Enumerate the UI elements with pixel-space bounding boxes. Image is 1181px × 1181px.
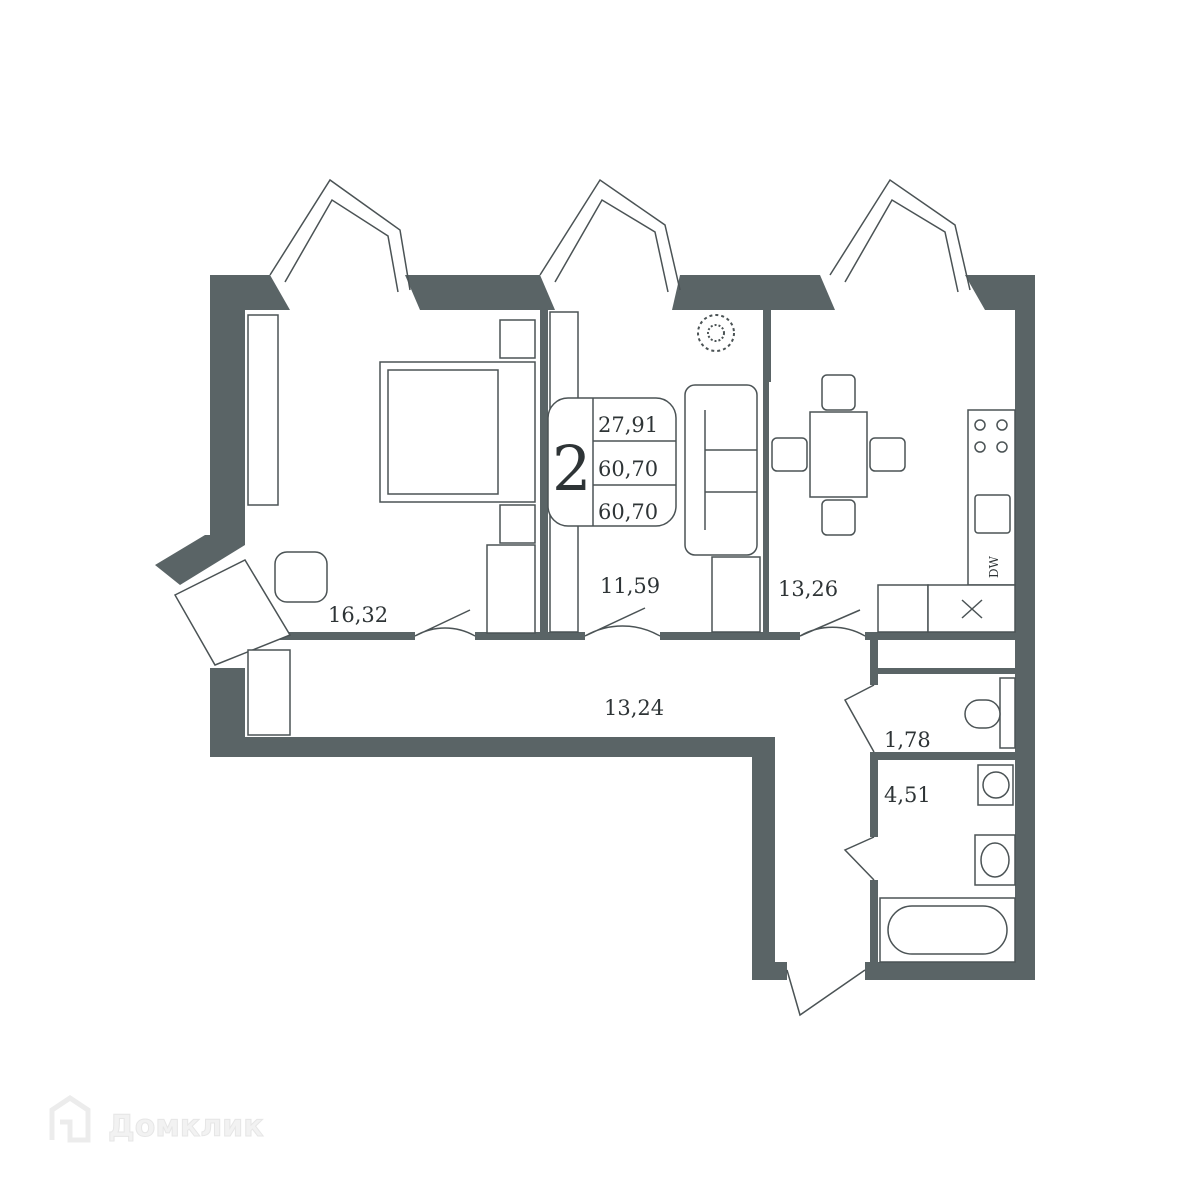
desk — [173, 559, 292, 666]
plant-icon — [697, 314, 735, 352]
bay-windows — [269, 178, 971, 293]
room-area-bedroom: 16,32 — [328, 603, 388, 627]
dishwasher-label: DW — [987, 555, 1001, 578]
living-area: 27,91 — [598, 413, 658, 437]
total-area-with-balcony: 60,70 — [598, 500, 658, 524]
radiator — [711, 556, 761, 633]
watermark-text: Домклик — [108, 1109, 264, 1144]
doors — [414, 607, 875, 1017]
kitchen-furniture — [771, 374, 1016, 633]
sofa — [684, 384, 758, 556]
radiator — [247, 649, 291, 736]
domclick-logo: Домклик — [49, 1094, 264, 1145]
bedroom-furniture — [173, 314, 536, 736]
dining-table — [809, 411, 868, 498]
room-area-bathroom: 4,51 — [884, 783, 931, 807]
wardrobe — [247, 314, 279, 506]
room-area-toilet: 1,78 — [884, 728, 931, 752]
interior-walls — [245, 310, 1025, 965]
room-area-hallway: 13,24 — [604, 696, 664, 720]
chair — [869, 437, 906, 472]
chair — [771, 437, 808, 472]
info-badge — [547, 397, 677, 527]
exterior-walls — [155, 275, 1035, 980]
living-furniture — [547, 311, 761, 633]
room-area-kitchen: 13,26 — [778, 577, 838, 601]
toilet — [964, 699, 1001, 729]
office-chair — [274, 551, 328, 603]
rooms-count: 2 — [552, 432, 591, 505]
bathroom-fixtures — [879, 677, 1016, 963]
chair — [821, 374, 856, 411]
radiator — [486, 544, 536, 634]
sink — [974, 494, 1011, 534]
total-area: 60,70 — [598, 457, 658, 481]
room-area-living: 11,59 — [600, 574, 660, 598]
nightstand — [499, 504, 536, 544]
chair — [821, 499, 856, 536]
nightstand — [499, 319, 536, 359]
